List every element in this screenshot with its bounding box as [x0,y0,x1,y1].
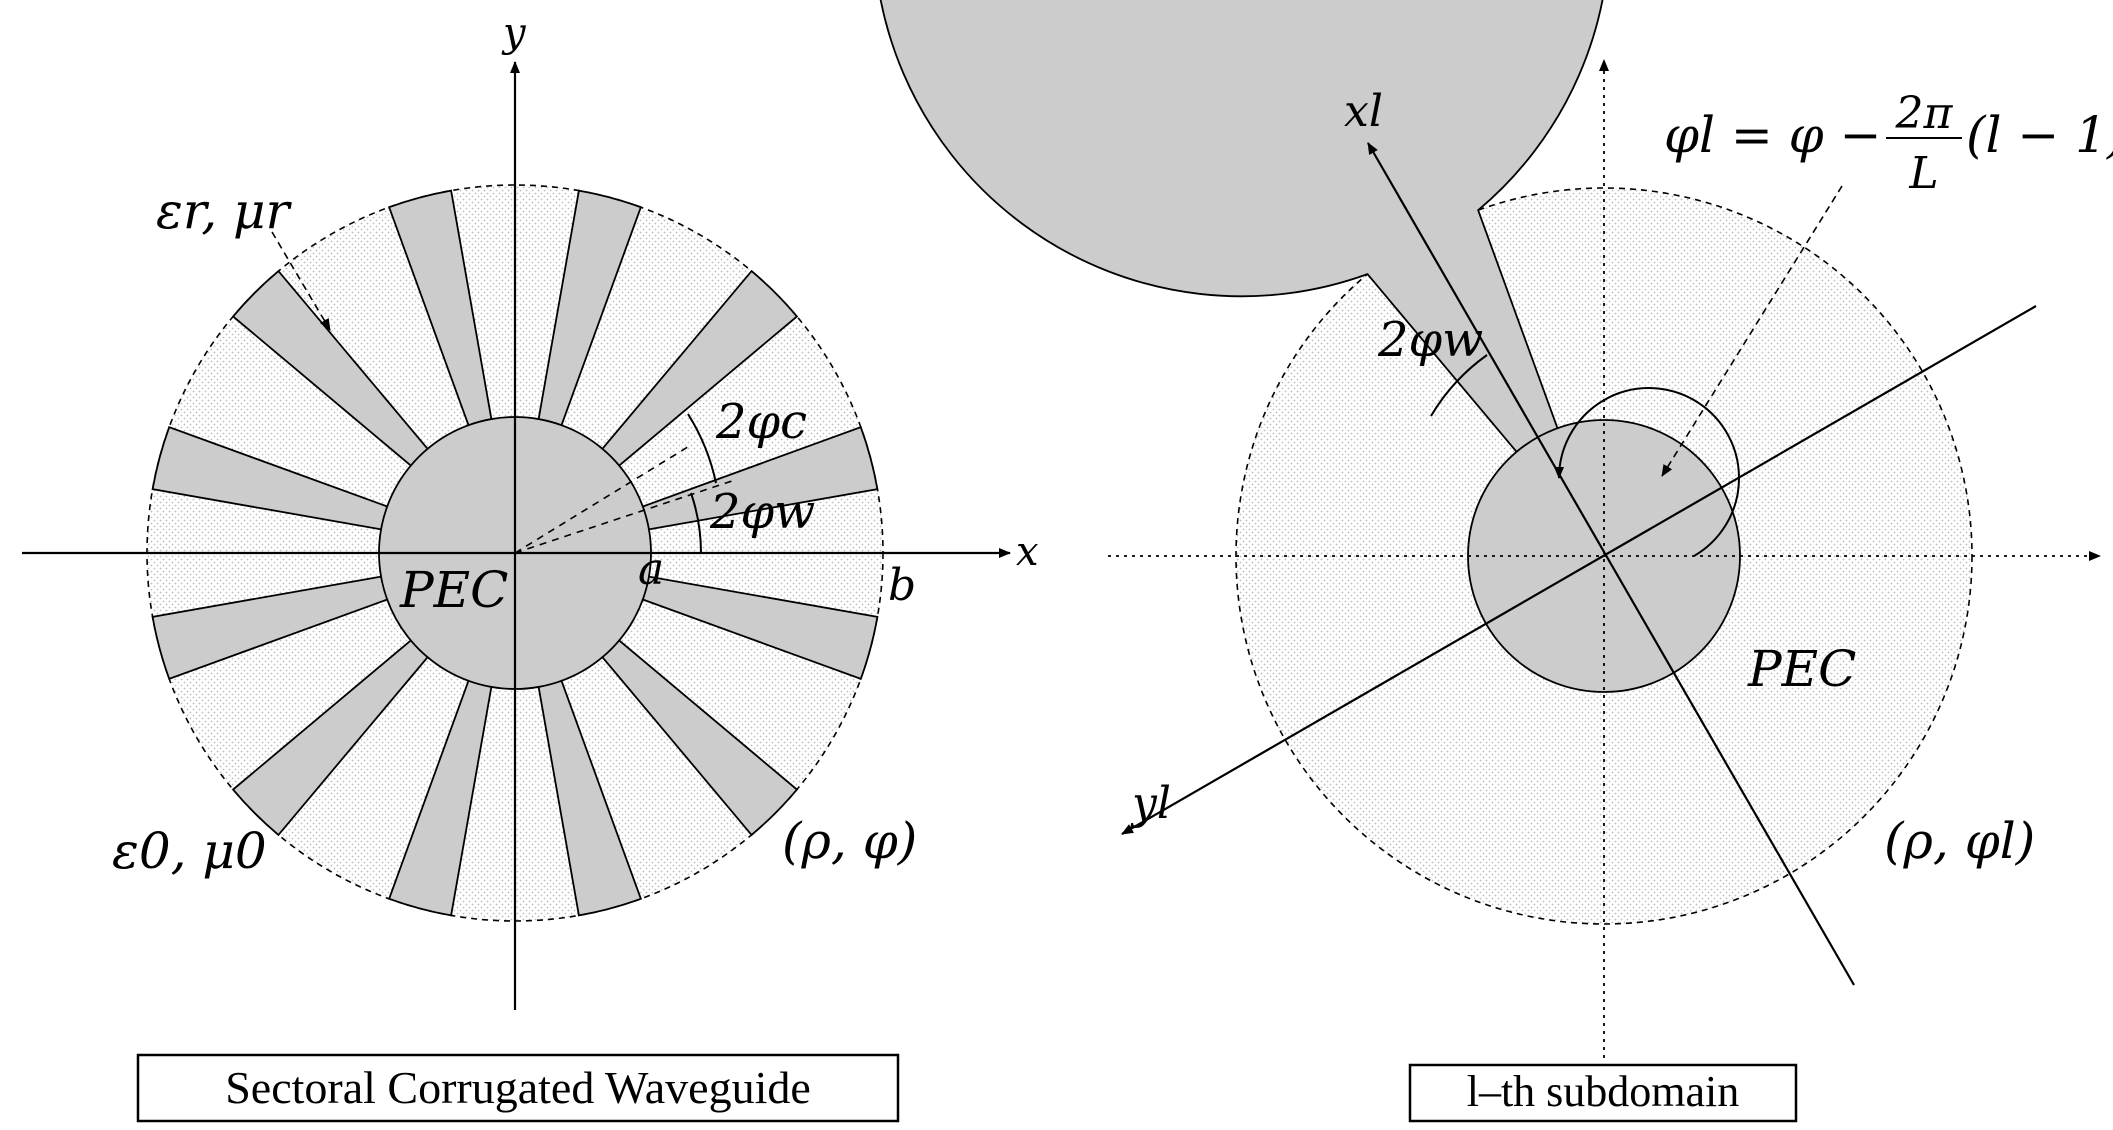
sector-edge-line [514,444,692,554]
right-caption-box [1408,1063,1798,1123]
corrugation-angle-label: 2φc [715,394,807,450]
left-caption: Sectoral Corrugated Waveguide [225,1062,811,1113]
right-caption: l–th subdomain [1467,1067,1740,1116]
rotation-formula: φl = φ − 2π L (l − 1) [1664,88,2113,199]
window-inner-arc [561,424,603,450]
pec-vanes [151,189,879,917]
window-inner-arc [427,656,469,682]
radius-b-label: b [888,560,916,611]
pec-vane [387,189,493,427]
pec-vane [641,425,879,531]
point-label: (ρ, φ) [782,812,917,870]
dielectric-pointer-arrow [271,231,331,331]
formula-numerator: 2π [1895,88,1954,139]
formula-pointer-arrow [1661,185,1843,477]
window-inner-arc [618,599,644,641]
local-x-label: xl [1344,86,1383,137]
pec-vane [231,639,429,837]
pec-vane [151,425,389,531]
local-x-axis [1367,142,1855,986]
rotation-angle-arc [1554,387,1740,557]
pec-vane [387,679,493,917]
y-axis-label: y [501,10,527,56]
window-inner-arc [386,599,412,641]
radius-a-label: a [638,544,664,595]
window-inner-arc [618,465,644,507]
pec-vane [537,679,643,917]
window-angle-arc [690,492,702,554]
free-space-label: ε0, μ0 [112,822,267,880]
window-inner-arc [386,465,412,507]
pec-vane [151,575,389,681]
pec-vane [537,189,643,427]
window-angle-arc [1430,354,1488,417]
x-axis-label: x [1016,529,1039,575]
right-panel-subdomain: xl yl 2φw PEC (ρ, φl) φl = φ − 2π L (l −… [879,0,2113,1123]
pec-vane [231,269,429,467]
pec-label: PEC [399,561,508,619]
corrugation-angle-arc [687,413,717,484]
point-label: (ρ, φl) [1884,812,2035,870]
formula-rhs: (l − 1) [1966,106,2113,164]
pec-vane [601,269,799,467]
dielectric-label: εr, μr [156,182,293,240]
window-inner-arc [561,656,603,682]
formula-lhs: φl = φ − [1664,106,1881,164]
window-inner-arc [427,424,469,450]
local-y-label: yl [1130,778,1171,829]
left-panel-sectoral-waveguide: y x εr, μr ε0, μ0 PEC a b (ρ, φ) 2φc 2φw… [22,10,1039,1123]
window-angle-label: 2φw [1377,312,1483,368]
local-y-axis [1121,305,2037,835]
left-caption-box [136,1053,900,1123]
pec-label: PEC [1747,640,1856,698]
formula-denominator: L [1908,148,1938,199]
pec-vane [601,639,799,837]
pec-vane [641,575,879,681]
window-angle-label: 2φw [709,484,815,540]
